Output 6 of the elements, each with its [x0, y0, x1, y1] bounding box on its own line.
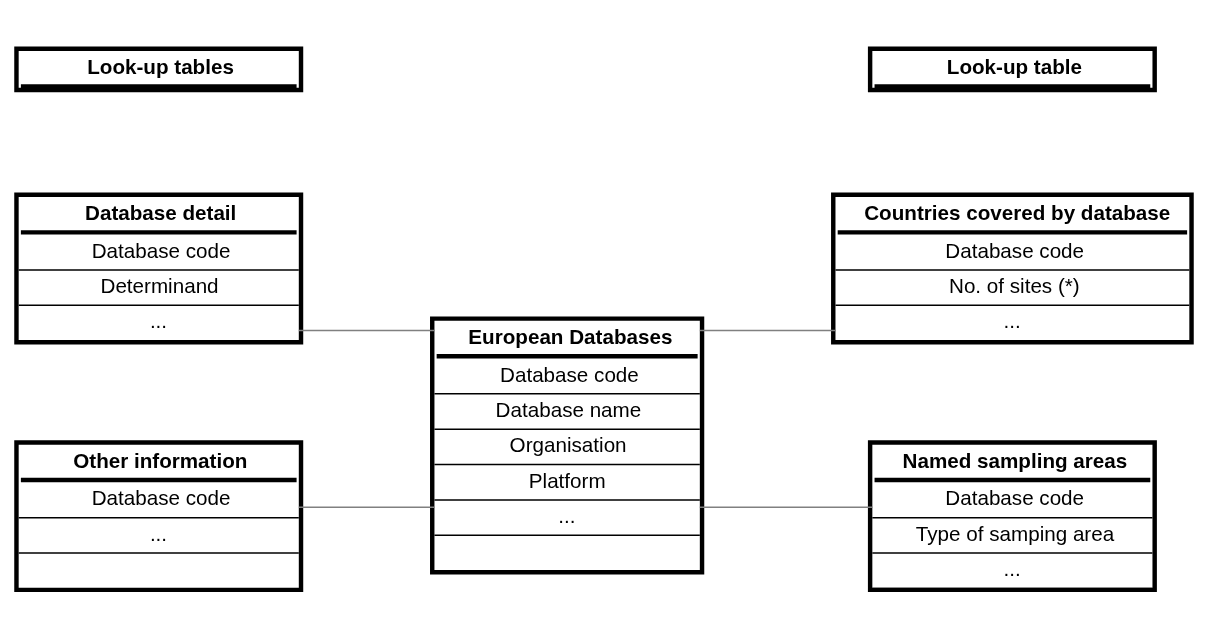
node-box: Look-up tables — [14, 46, 304, 93]
node-box: Look-up table — [867, 46, 1157, 93]
connector — [298, 329, 436, 332]
connector — [699, 506, 874, 509]
connector — [699, 329, 837, 332]
connector — [298, 506, 436, 509]
